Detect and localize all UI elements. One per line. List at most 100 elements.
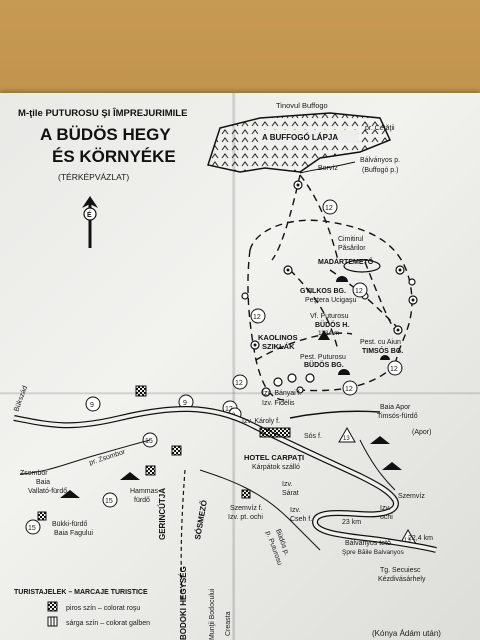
label-borviz: Borvíz [318, 165, 338, 172]
trail-badge: 12 [352, 282, 368, 298]
legend-red-swatch [47, 601, 58, 612]
label-kezdi-2: Kézdivásárhely [378, 576, 426, 583]
label-bukki-2: Baia Fagului [54, 530, 93, 537]
label-balvanyos-p2: (Buffogó p.) [362, 167, 398, 174]
trail-badge: 12 [322, 199, 338, 215]
label-apor: (Apor) [412, 429, 431, 436]
label-cimitirul-2: Păsărilor [338, 245, 366, 252]
trail-badge: 15 [25, 519, 41, 535]
legend-title: TURISTAJELEK – MARCAJE TURISTICE [14, 589, 148, 596]
label-szemviz-r-2: Izv. [380, 505, 390, 512]
legend-item-red: piros szín – colorat roşu [66, 605, 140, 612]
label-balvanyos-teto-1: Bálványos tető [345, 540, 391, 547]
label-km-23: 23 km [342, 519, 361, 526]
north-label: É [87, 210, 92, 219]
summit-icon [318, 330, 330, 340]
label-sos-3: Sárat [282, 490, 299, 497]
label-bodoki: BODOKI HEGYSÉG [179, 566, 188, 640]
trail-badge: 15 [102, 492, 118, 508]
spring-dots [253, 183, 415, 347]
legend-item-yellow: sárga szín – colorat galben [66, 620, 150, 627]
cave-icon [380, 355, 390, 360]
bog-label-bg [258, 130, 358, 143]
label-creasta: Creasta [225, 611, 232, 636]
svg-text:13: 13 [343, 436, 350, 442]
label-pest-aiun: Pest. cu Aiun [360, 339, 401, 346]
trail-badge: 12 [387, 360, 403, 376]
label-altitude: 1134 m [318, 330, 339, 337]
label-szemviz-r-1: Szemvíz [398, 493, 425, 500]
label-baia-vallato-1: Baia [36, 479, 50, 486]
cave-icon [338, 369, 350, 375]
label-cetatii: pr. Cetăţii [365, 125, 395, 132]
stream-balvanyos [299, 161, 356, 174]
label-gerincutja: GERINCÚTJA [158, 488, 167, 540]
svg-text:12: 12 [253, 314, 261, 321]
trail-badge: 12 [232, 374, 248, 390]
label-km-224: 22,4 km [408, 535, 433, 542]
svg-text:15: 15 [28, 525, 36, 532]
label-sos-1: Sós f. [304, 433, 322, 440]
svg-text:12: 12 [235, 380, 243, 387]
label-izv-karoly: Izv. Károly f. [242, 418, 280, 425]
label-karpatok: Kárpátok szálló [252, 464, 300, 471]
fold-crease-vertical [232, 93, 236, 640]
label-zsombor: Zsombor [20, 470, 48, 477]
svg-text:12: 12 [345, 386, 353, 393]
label-kaolinos-1: KAOLINOS [258, 333, 298, 342]
cave-icon [336, 276, 348, 282]
label-hammas-1: Hammas- [130, 488, 161, 495]
label-balvanyos-p1: Bálványos p. [360, 157, 400, 164]
label-gyilkos: GYILKOS BG. [300, 288, 346, 295]
label-lapja: A BUFFOGÓ LÁPJA [262, 133, 338, 142]
trail-badge: 13 [338, 426, 356, 443]
label-baia-apor-1: Baia Apor [380, 404, 411, 411]
map-title-line-1: A BÜDÖS HEGY [40, 125, 171, 144]
streams [19, 439, 396, 551]
label-kezdi-1: Tg. Secuiesc [380, 567, 421, 574]
north-arrow-icon: É [82, 196, 98, 248]
label-ciucas: Munţii Bodocului [209, 588, 216, 640]
svg-text:9: 9 [90, 402, 94, 409]
label-szemviz-1: Szemvíz f. [230, 505, 263, 512]
label-timsos: TIMSÓS BG. [362, 346, 403, 355]
label-hammas-2: fürdő [134, 497, 150, 504]
label-izv-fidelis: Izv. Fidélis [262, 400, 295, 407]
label-pest-puturosu: Pest. Puturosu [300, 354, 346, 361]
label-baia-apor-2: Timsós-fürdő [377, 413, 418, 420]
label-sosmezo: SÓSMEZŐ [193, 499, 209, 540]
map-subtitle: M-ţile PUTUROSU ŞI ÎMPREJURIMILE [18, 107, 187, 119]
svg-text:12: 12 [355, 288, 363, 295]
svg-text:12: 12 [390, 366, 398, 373]
svg-text:15: 15 [105, 498, 113, 505]
label-baia-vallato-2: Vallató-fürdő [28, 488, 67, 495]
trail-badge: 12 [250, 308, 266, 324]
spa-symbols [37, 385, 402, 521]
fold-crease-horizontal [0, 392, 480, 395]
svg-text:15: 15 [145, 438, 153, 445]
label-izv-banyai: Izv. Bányai f. [262, 390, 302, 397]
legend-yellow-swatch [47, 616, 58, 627]
ridge-trail [180, 469, 186, 601]
label-balvanyos-teto-2: Şpre Băile Balvanyos [342, 549, 405, 556]
label-hotel: HOTEL CARPAȚI [244, 453, 304, 462]
label-izv-cseh-1: Izv. [290, 507, 300, 514]
label-sos-2: Izv. [282, 481, 292, 488]
label-izv-cseh-2: Cseh f. [290, 516, 312, 523]
label-budos-bg: BÜDÖS BG. [304, 360, 344, 369]
label-pestera-ucigasu: Peştera Ucigaşu [305, 297, 356, 304]
label-vf-puturosu: Vf. Puturosu [310, 313, 349, 320]
madartemeto-marsh [343, 259, 381, 273]
road-apor [289, 410, 381, 419]
label-szemviz-r-3: ochi [380, 514, 393, 521]
hotel-building [259, 427, 291, 438]
label-kaolinos-2: SZIKLÁK [262, 342, 295, 351]
svg-text:9: 9 [183, 400, 187, 407]
trail-badge: 9 [85, 396, 101, 412]
map-title-note: (TÉRKÉPVÁZLAT) [58, 172, 129, 182]
label-budos-h: BÜDÖS H. [315, 320, 349, 329]
label-szemviz-2: Izv. pt. ochi [228, 514, 263, 521]
label-cimitirul-1: Cimitirul [338, 236, 364, 243]
